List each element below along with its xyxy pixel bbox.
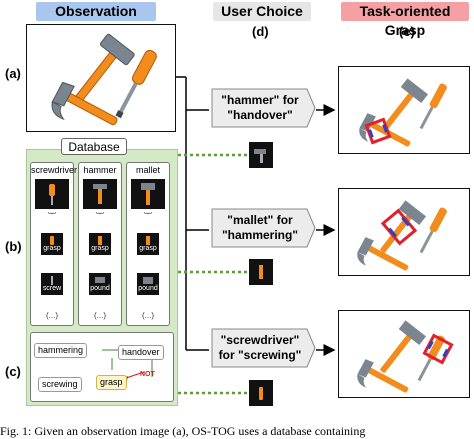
- grasp-result-illustration: [359, 78, 447, 147]
- task-image: pound: [89, 273, 111, 295]
- task-oriented-grasp-header: Task-oriented Grasp: [341, 2, 469, 38]
- choice-banner-shape: [211, 88, 316, 128]
- retrieved-screwdriver-tile: [249, 380, 273, 406]
- grasp-result-handover: [338, 66, 470, 154]
- hammer-and-screwdriver-illustration: [51, 33, 157, 126]
- database-column-mallet: mallet ︸ grasp pound (...): [126, 162, 170, 326]
- choice-line-1: "hammer" for: [221, 93, 299, 107]
- database-column-screwdriver: screwdriver ︸ grasp screw (...): [30, 162, 78, 326]
- task-image: screw: [41, 273, 63, 295]
- label-d: (d): [252, 24, 269, 39]
- choice-banner-shape: [211, 208, 316, 248]
- mallet-image: [131, 179, 165, 209]
- more-items: (...): [142, 311, 154, 320]
- screwdriver-icon: [50, 236, 54, 245]
- user-choice-mallet-hammering[interactable]: "mallet" for "hammering": [211, 208, 316, 248]
- retrieved-mallet-tile: [249, 259, 273, 285]
- choice-line-2: for "screwing": [218, 348, 302, 362]
- hammer-icon: [93, 184, 107, 204]
- choice-line-2: "handover": [227, 108, 293, 122]
- label-a: (a): [5, 66, 21, 81]
- hammer-image: [83, 179, 117, 209]
- user-choice-screwdriver-screwing[interactable]: "screwdriver" for "screwing": [211, 328, 316, 368]
- task-image: pound: [137, 273, 159, 295]
- mallet-head-icon: [143, 277, 153, 284]
- grasp-label: grasp: [43, 245, 61, 252]
- database-column-hammer: hammer ︸ grasp pound (...): [78, 162, 122, 326]
- label-e: (e): [399, 24, 415, 39]
- grasp-label: grasp: [91, 245, 109, 252]
- choice-line-2: "hammering": [221, 228, 299, 242]
- column-name: hammer: [83, 165, 117, 175]
- task-label: pound: [90, 285, 110, 292]
- node-handover: handover: [118, 345, 164, 360]
- observation-image: [26, 24, 176, 132]
- node-grasp: grasp: [96, 375, 127, 390]
- choice-banner-shape: [211, 328, 316, 368]
- label-b: (b): [5, 239, 22, 254]
- more-items: (...): [94, 311, 106, 320]
- node-hammering: hammering: [34, 343, 88, 358]
- node-screwing: screwing: [38, 377, 82, 392]
- grasp-result-hammering: [338, 188, 470, 276]
- mallet-icon: [141, 183, 155, 205]
- grasp-image: grasp: [41, 233, 63, 255]
- hammer-icon: [254, 149, 266, 163]
- not-label: NOT: [140, 371, 155, 378]
- database-title: Database: [61, 138, 127, 155]
- grasp-image: grasp: [137, 233, 159, 255]
- grasp-result-screwing: [338, 310, 470, 398]
- task-label: pound: [138, 285, 158, 292]
- more-items: (...): [46, 311, 58, 320]
- screwdriver-icon: [49, 184, 55, 205]
- column-name: mallet: [135, 165, 160, 175]
- mallet-icon: [259, 265, 263, 279]
- grasp-result-illustration: [357, 200, 447, 271]
- figure-caption: Fig. 1: Given an observation image (a), …: [0, 424, 366, 438]
- retrieved-hammer-tile: [249, 142, 273, 168]
- choice-line-1: "mallet" for: [227, 213, 293, 227]
- grasp-result-illustration: [357, 320, 454, 393]
- hammer-icon: [98, 236, 102, 245]
- choice-line-1: "screwdriver": [220, 333, 300, 347]
- label-c: (c): [5, 364, 21, 379]
- mallet-icon: [146, 236, 150, 245]
- column-name: screwdriver: [31, 165, 78, 175]
- task-label: screw: [42, 285, 62, 292]
- user-choice-header: User Choice: [213, 2, 311, 21]
- screwdriver-tip-icon: [51, 276, 53, 285]
- grasp-image: grasp: [89, 233, 111, 255]
- hammer-head-icon: [95, 277, 105, 283]
- screwdriver-icon: [259, 387, 263, 400]
- grasp-label: grasp: [139, 245, 157, 252]
- screwdriver-image: [35, 179, 69, 209]
- user-choice-hammer-handover[interactable]: "hammer" for "handover": [211, 88, 316, 128]
